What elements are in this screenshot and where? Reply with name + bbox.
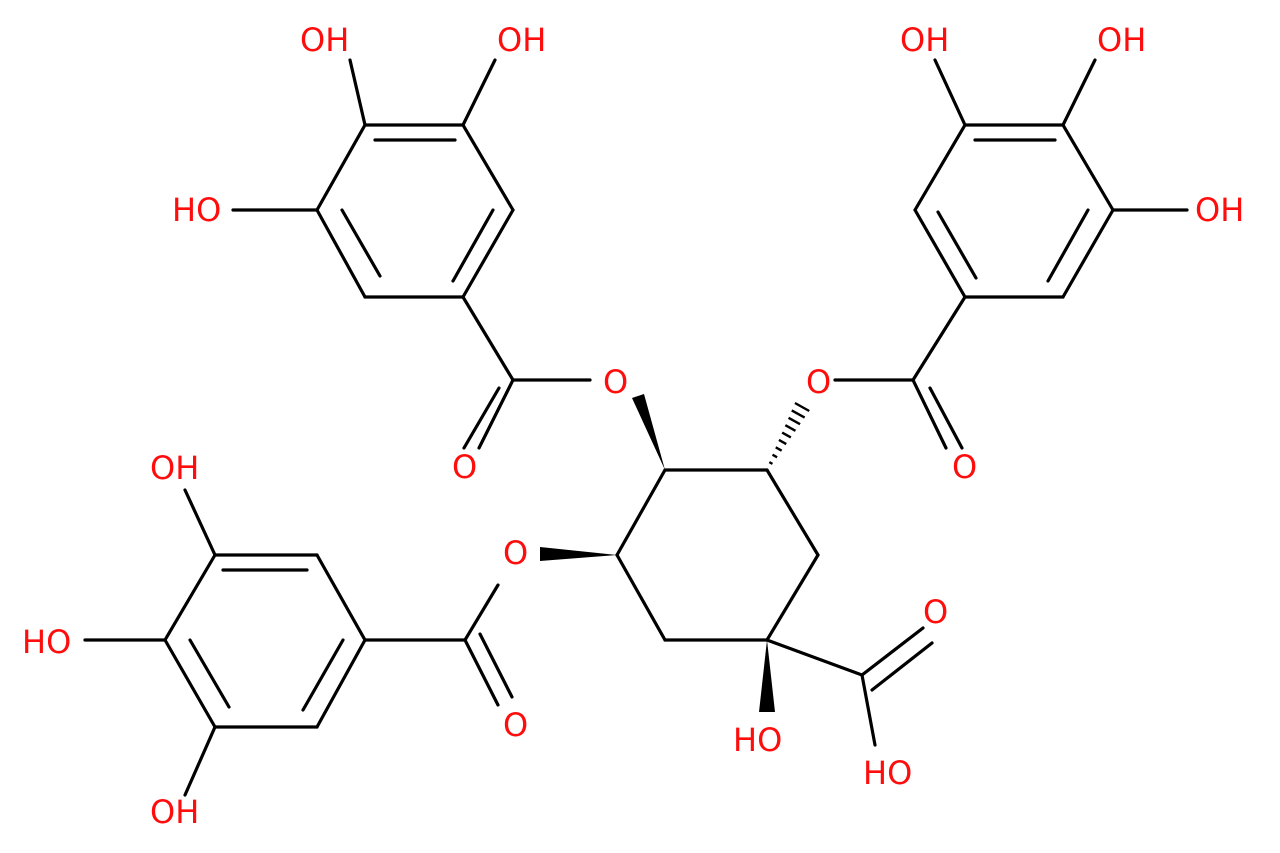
hydroxyl-label: OH bbox=[497, 21, 546, 59]
solid-wedge-bond bbox=[540, 547, 617, 561]
bond-line bbox=[163, 638, 217, 729]
bond-line bbox=[936, 210, 978, 280]
bond-line bbox=[765, 553, 820, 642]
bond-line bbox=[163, 553, 217, 642]
bond-line bbox=[463, 583, 500, 642]
bond-line bbox=[315, 553, 367, 642]
bond-line bbox=[461, 58, 497, 127]
bond-line bbox=[765, 638, 864, 677]
bond-line bbox=[860, 626, 925, 677]
hashed-wedge-segment bbox=[781, 431, 792, 439]
hashed-wedge-segment bbox=[791, 409, 806, 419]
hydroxyl-label: OH bbox=[1195, 191, 1244, 229]
hydroxyl-label: OH bbox=[300, 21, 349, 59]
bond-line bbox=[461, 123, 515, 212]
bond-line bbox=[340, 208, 382, 278]
ring-hydroxyl-label: HO bbox=[733, 721, 782, 759]
hashed-wedge-segment bbox=[768, 461, 774, 465]
ester-oxygen-label: O bbox=[806, 363, 831, 401]
bond-line bbox=[615, 468, 667, 557]
bond-line bbox=[870, 641, 934, 692]
hydroxyl-label: OH bbox=[1097, 21, 1146, 59]
bond-line bbox=[462, 386, 501, 450]
bond-line bbox=[933, 58, 967, 127]
bond-line bbox=[301, 638, 345, 712]
bond-line bbox=[315, 208, 367, 299]
bonds bbox=[83, 58, 1189, 797]
hashed-wedge-segment bbox=[787, 416, 801, 426]
bond-line bbox=[188, 638, 231, 709]
carbonyl-oxygen-label: O bbox=[952, 448, 977, 486]
bond-line bbox=[615, 553, 667, 642]
hydroxyl-label: OH bbox=[150, 449, 199, 487]
bond-line bbox=[1061, 208, 1115, 299]
ester-oxygen-label: O bbox=[503, 534, 528, 572]
bond-line bbox=[860, 673, 877, 747]
atom-labels: OH OH HO O O OH OH OH O O OH HO OH O O O… bbox=[22, 21, 1244, 831]
bond-line bbox=[315, 638, 367, 729]
stereo-bonds bbox=[540, 394, 810, 712]
hashed-wedge-segment bbox=[794, 401, 810, 413]
hydroxyl-label: OH bbox=[150, 793, 199, 831]
bond-line bbox=[348, 58, 367, 127]
carbonyl-oxygen-label: O bbox=[503, 706, 528, 744]
acid-hydroxyl-label: HO bbox=[863, 754, 912, 792]
bond-line bbox=[478, 632, 514, 699]
hashed-wedge-segment bbox=[775, 446, 783, 452]
acid-carbonyl-oxygen-label: O bbox=[923, 593, 948, 631]
bond-line bbox=[765, 468, 820, 557]
bond-line bbox=[911, 378, 948, 450]
hashed-wedge-segment bbox=[778, 438, 787, 446]
hydroxyl-label: OH bbox=[900, 21, 949, 59]
bond-line bbox=[913, 123, 967, 212]
bond-line bbox=[451, 208, 495, 283]
bond-line bbox=[928, 386, 964, 450]
hydroxyl-label: HO bbox=[22, 623, 71, 661]
bond-line bbox=[315, 123, 367, 212]
hashed-wedge-segment bbox=[784, 424, 797, 432]
bond-line bbox=[913, 208, 967, 299]
bond-line bbox=[461, 208, 515, 299]
carbonyl-oxygen-label: O bbox=[452, 448, 477, 486]
bond-line bbox=[461, 295, 515, 382]
bond-line bbox=[183, 725, 217, 797]
hashed-wedge-segment bbox=[771, 453, 778, 459]
bond-line bbox=[911, 295, 967, 382]
hydroxyl-label: HO bbox=[172, 191, 221, 229]
bond-line bbox=[463, 638, 500, 707]
bond-line bbox=[1061, 58, 1097, 127]
bond-line bbox=[1061, 123, 1115, 212]
bond-line bbox=[1046, 208, 1090, 283]
bond-line bbox=[183, 488, 217, 557]
ester-oxygen-label: O bbox=[603, 363, 628, 401]
solid-wedge-bond bbox=[632, 394, 665, 470]
solid-wedge-bond bbox=[759, 640, 775, 712]
bond-line bbox=[477, 378, 515, 450]
